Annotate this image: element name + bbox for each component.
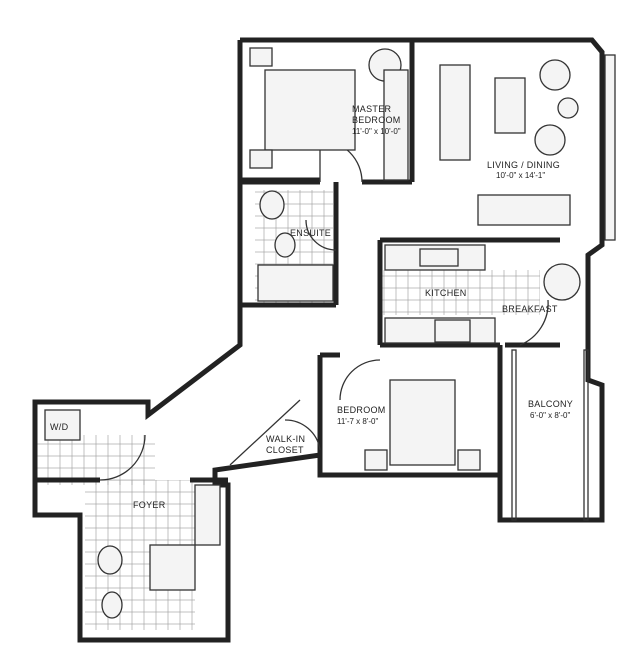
balcony-dimensions: 6'-0" x 8'-0" xyxy=(530,411,570,420)
armchair xyxy=(534,124,566,156)
living-dining-dimensions: 10'-0" x 14'-1" xyxy=(496,171,545,180)
sink xyxy=(97,545,123,575)
sink xyxy=(419,248,459,267)
bedroom-door[interactable] xyxy=(339,359,381,401)
master-bedroom-dimensions: 11'-0" x 10'-0" xyxy=(352,127,401,136)
master-bedroom-label-2: BEDROOM xyxy=(352,115,401,125)
coffee-table xyxy=(494,77,526,134)
exterior-wall xyxy=(32,37,605,643)
bathtub xyxy=(257,264,334,302)
closet-shelving xyxy=(383,69,409,181)
ensuite-label: ENSUITE xyxy=(290,228,331,238)
window xyxy=(604,54,616,241)
master-bedroom-label: MASTER xyxy=(352,104,392,114)
stove xyxy=(434,319,471,343)
nightstand xyxy=(364,449,388,471)
breakfast-label: BREAKFAST xyxy=(502,304,558,314)
nightstand xyxy=(249,47,273,67)
foyer-closet-2 xyxy=(149,544,196,591)
dining-table xyxy=(477,194,571,226)
toilet xyxy=(274,232,296,258)
sofa xyxy=(439,64,471,161)
bedroom-label: BEDROOM xyxy=(337,405,386,415)
washer-dryer xyxy=(44,409,81,441)
toilet xyxy=(101,591,123,619)
kitchen-label: KITCHEN xyxy=(425,288,467,298)
living-dining-label: LIVING / DINING xyxy=(487,160,560,170)
laundry-door[interactable] xyxy=(99,434,146,481)
bed xyxy=(389,379,456,466)
nightstand xyxy=(249,149,273,169)
laundry-label: W/D xyxy=(50,422,69,432)
laundry-floor xyxy=(35,435,155,485)
breakfast-table xyxy=(543,263,581,301)
nightstand xyxy=(457,449,481,471)
walk-in-closet-label-2: CLOSET xyxy=(266,445,304,455)
closet-door[interactable] xyxy=(284,419,321,451)
bedroom-dimensions: 11'-7 x 8'-0" xyxy=(337,417,378,426)
sink xyxy=(259,190,285,220)
breakfast-door[interactable] xyxy=(519,299,549,346)
master-bed xyxy=(264,69,356,151)
kitchen-floor xyxy=(380,270,540,315)
walk-in-closet-label: WALK-IN xyxy=(266,434,305,444)
side-table xyxy=(557,97,579,119)
foyer-closet xyxy=(194,484,221,546)
balcony-railing xyxy=(511,349,517,521)
armchair xyxy=(539,59,571,91)
balcony-railing-right xyxy=(583,349,589,521)
ensuite-door[interactable] xyxy=(305,219,337,251)
closet-rod xyxy=(229,399,301,466)
foyer-label: FOYER xyxy=(133,500,166,510)
balcony-label: BALCONY xyxy=(528,399,573,409)
